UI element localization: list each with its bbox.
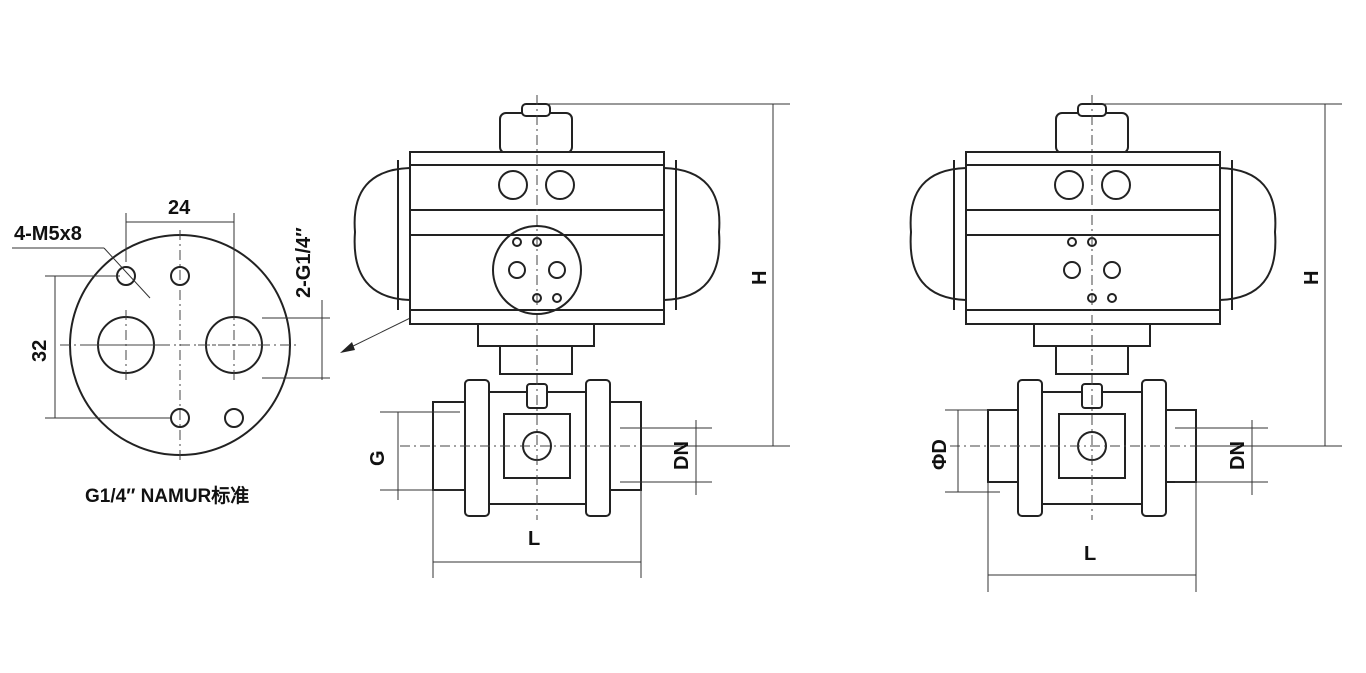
label-port-spec: 2-G1/4″ (293, 227, 315, 298)
threaded-valve-view: H G DN L (353, 95, 790, 578)
label-bolt-spec: 4-M5x8 (14, 223, 82, 245)
namur-flange-detail: 4-M5x8 24 32 2-G1/4″ G1/4″ NAMUR标准 (12, 197, 493, 507)
flange-caption: G1/4″ NAMUR标准 (85, 485, 249, 507)
bolt-hole (170, 266, 190, 286)
weld-label-dn: DN (1227, 441, 1249, 470)
label-height-32: 32 (29, 340, 51, 362)
weld-label-h: H (1301, 271, 1323, 285)
bolt-hole (224, 408, 244, 428)
threaded-label-l: L (528, 528, 540, 550)
label-width-24: 24 (168, 197, 191, 219)
weld-label-phid: ΦD (929, 439, 951, 470)
threaded-label-g: G (367, 450, 389, 466)
bolt-hole (170, 408, 190, 428)
weld-label-l: L (1084, 543, 1096, 565)
weld-valve-view: H ΦD DN L (909, 95, 1342, 592)
threaded-label-h: H (749, 271, 771, 285)
threaded-label-dn: DN (671, 441, 693, 470)
